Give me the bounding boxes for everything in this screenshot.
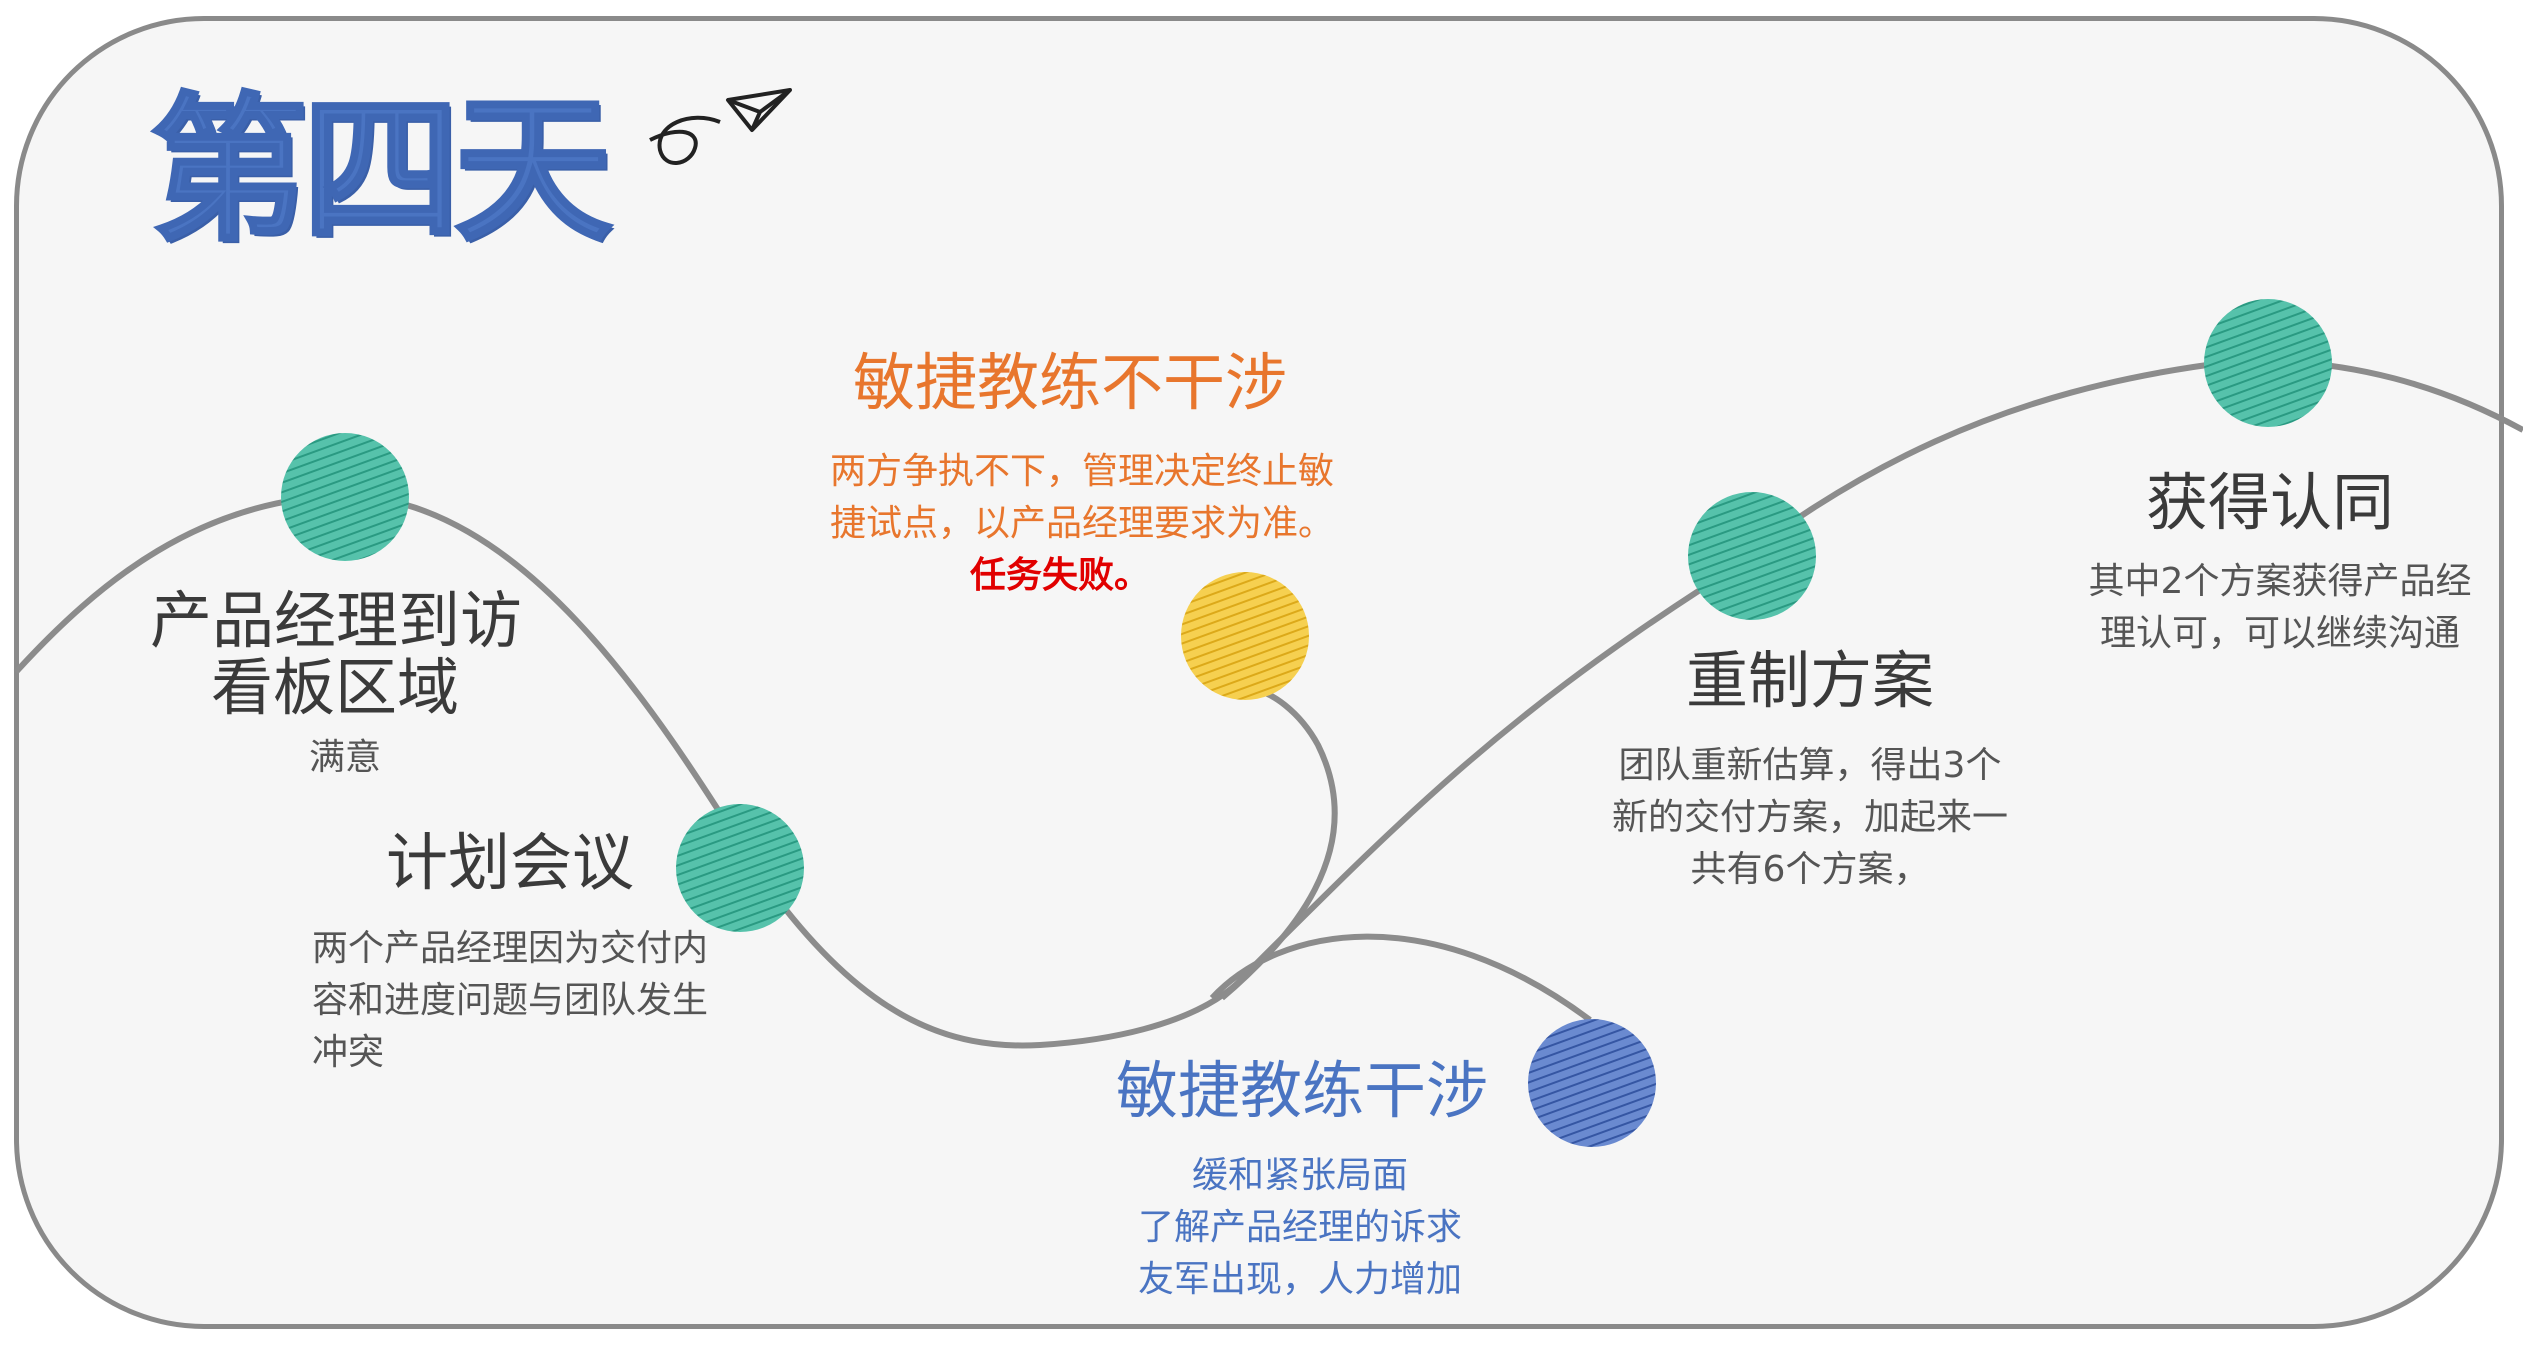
milestone-heading-no-intervene: 敏捷教练不干涉 [852, 346, 1287, 419]
milestone-failure-note: 任务失败。 [969, 555, 1150, 596]
milestone-heading-intervene: 敏捷教练干涉 [1115, 1054, 1488, 1127]
milestone-desc-visit: 满意 [308, 737, 381, 778]
milestone-heading-visit: 产品经理到访看板区域 [150, 584, 523, 724]
paper-plane-icon [649, 88, 792, 165]
milestone-dot-redo-plan [1688, 492, 1816, 620]
milestone-heading-redo-plan: 重制方案 [1685, 644, 1934, 717]
main-timeline-path [13, 358, 2523, 1049]
milestone-desc-redo-plan: 团队重新估算，得出3个新的交付方案，加起来一共有6个方案， [1611, 745, 2008, 891]
milestone-dot-approved [2204, 299, 2332, 427]
milestone-desc-no-intervene: 两方争执不下，管理决定终止敏捷试点，以产品经理要求为准。 [829, 451, 1334, 545]
milestone-dot-no-intervene [1181, 572, 1309, 700]
milestone-heading-approved: 获得认同 [2145, 466, 2394, 539]
branch-path-intervene [1209, 933, 1592, 1023]
milestone-heading-planning: 计划会议 [385, 826, 634, 899]
milestone-desc-intervene: 缓和紧张局面了解产品经理的诉求友军出现，人力增加 [1137, 1155, 1462, 1301]
branch-path-no-intervene [1220, 687, 1338, 1001]
milestone-dot-planning [676, 804, 804, 932]
milestone-dot-intervene [1528, 1019, 1656, 1147]
milestone-desc-approved: 其中2个方案获得产品经理认可，可以继续沟通 [2088, 561, 2472, 655]
milestone-dot-visit [281, 433, 409, 561]
milestone-desc-planning: 两个产品经理因为交付内容和进度问题与团队发生冲突 [312, 928, 709, 1074]
page-title: 第四天 [149, 79, 614, 263]
